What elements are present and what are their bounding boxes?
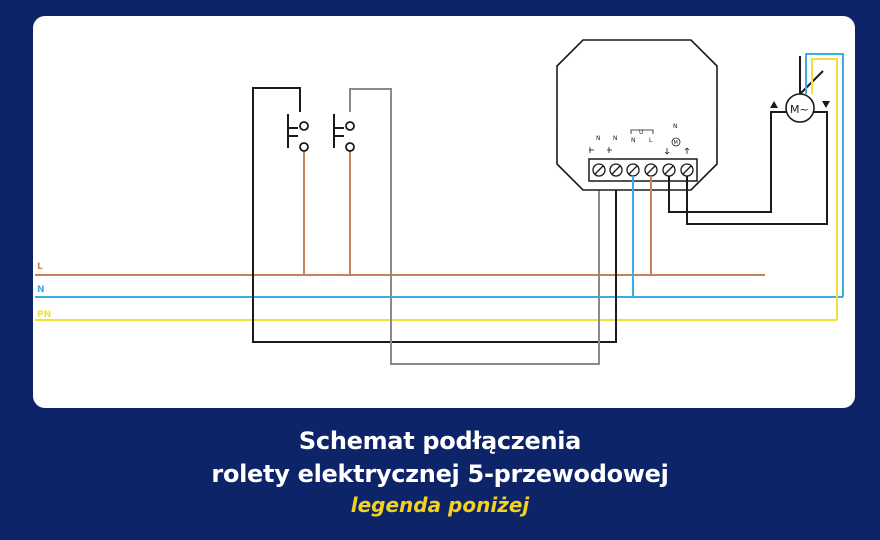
terminal-mark-n4: N xyxy=(673,123,678,130)
motor-label: M~ xyxy=(790,103,809,116)
diagram-panel: L N PN xyxy=(33,16,855,408)
terminal-mark-l: L xyxy=(649,137,653,144)
bus-label-l: L xyxy=(37,262,43,272)
terminal-screws xyxy=(592,163,694,177)
terminal-symbols: M xyxy=(589,129,690,155)
terminal-mark-n2: N xyxy=(613,135,618,142)
shutter-motor: M~ xyxy=(770,56,830,123)
caption-title: Schemat podłączenia xyxy=(298,427,582,455)
diagram-caption: Schemat podłączenia rolety elektrycznej … xyxy=(0,425,880,519)
wiring-diagram: L N PN xyxy=(35,39,844,365)
wire-motor-up xyxy=(668,111,778,213)
wire-pe-motor xyxy=(811,58,838,320)
caption-legend-link: legenda poniżej xyxy=(350,493,530,517)
push-button-switch-up xyxy=(287,114,309,152)
wire-n-motor xyxy=(805,53,844,297)
terminal-mark-n3: N xyxy=(631,137,636,144)
wire-motor-down xyxy=(686,111,828,225)
terminal-mark-n1: N xyxy=(596,135,601,142)
push-button-switch-down xyxy=(333,114,355,152)
shutter-controller-module xyxy=(556,39,718,191)
terminal-mark-u: U xyxy=(639,129,643,136)
wire-black-switch-up xyxy=(252,87,617,343)
caption-subtitle: rolety elektrycznej 5-przewodowej xyxy=(211,460,669,488)
wire-grey-switch-down xyxy=(349,88,600,365)
bus-label-pe: PN xyxy=(37,310,51,320)
bus-label-n: N xyxy=(37,285,45,295)
terminal-mark-motor: M xyxy=(674,140,678,146)
